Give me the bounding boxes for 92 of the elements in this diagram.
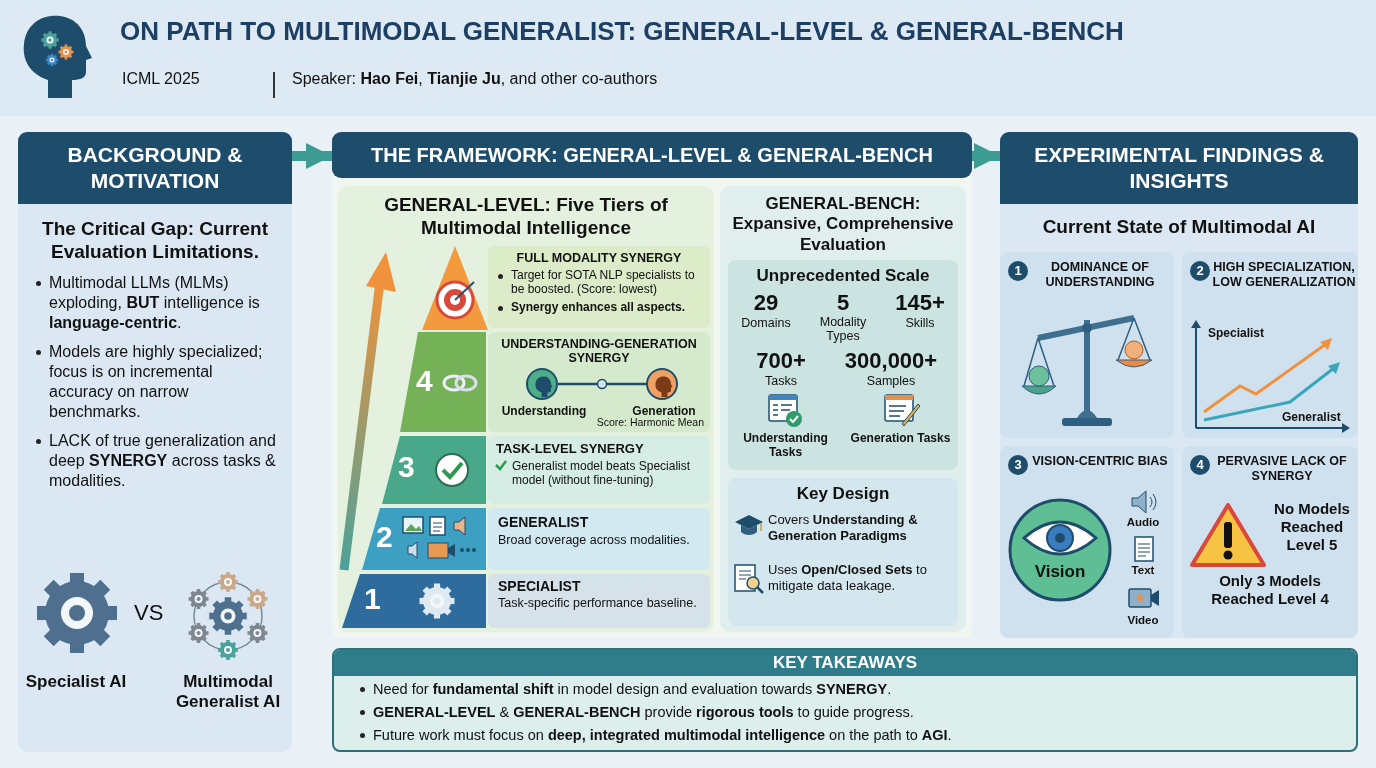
content-panel (720, 186, 966, 632)
design-panel (728, 478, 958, 626)
card-title: DOMINANCE OF UNDERSTANDING (1044, 260, 1156, 290)
stat-label: Samples (865, 374, 917, 388)
stat-value: 700+ (755, 348, 807, 374)
panel-heading: Unprecedented Scale (755, 266, 931, 286)
tier-description: Task-specific performance baseline. (498, 596, 698, 611)
tier-title: UNDERSTANDING-GENERATION SYNERGY (500, 337, 698, 366)
section-header: BACKGROUND & MOTIVATION (18, 132, 292, 204)
panel-heading: GENERAL-BENCH: Expansive, Comprehensive Evaluation (731, 193, 955, 256)
tier-title: FULL MODALITY SYNERGY (515, 251, 683, 265)
tier-number: 1 (364, 582, 381, 616)
flow-arrow (292, 143, 332, 169)
panel-heading: Current State of Multimodal AI (1041, 216, 1317, 238)
tier-description-box (488, 436, 710, 504)
modality-label: Vision (1033, 562, 1087, 582)
panel-heading: The Critical Gap: Current Evaluation Limitations. (41, 218, 269, 264)
section-header: THE FRAMEWORK: GENERAL-LEVEL & GENERAL-BENCH (332, 132, 972, 178)
stat-label: Domains (740, 316, 792, 330)
icon-caption: Video (1126, 614, 1160, 626)
stat-value: 29 (752, 290, 780, 316)
tier-title: TASK-LEVEL SYNERGY (496, 441, 645, 456)
chart-label: Generalist (1282, 410, 1341, 424)
tier-description: Broad coverage across modalities. (498, 533, 691, 548)
section-panel (1000, 132, 1358, 638)
versus-label: VS (134, 600, 164, 626)
tier-description-box (488, 332, 710, 432)
number-badge: 3 (1008, 455, 1028, 475)
connector-line (558, 382, 646, 386)
finding-card (1000, 446, 1174, 638)
section-header: EXPERIMENTAL FINDINGS & INSIGHTS (1000, 132, 1358, 204)
page-title: ON PATH TO MULTIMODAL GENERALIST: GENERAL-LEVEL & GENERAL-BENCH (120, 16, 1124, 47)
bullet-text: Models are highly specialized; focus is on incremental accuracy on narrow benchmarks. (34, 341, 278, 422)
score-note: Score: Harmonic Mean (596, 416, 704, 428)
card-title: PERVASIVE LACK OF SYNERGY (1216, 454, 1348, 484)
design-point: Uses Open/Closed Sets to mitigate data leakage. (768, 562, 928, 594)
stat-value: 145+ (894, 290, 946, 316)
pyramid-tier (362, 508, 486, 570)
speaker-line: Speaker: Hao Fei, Tianjie Ju, and other co-authors (292, 70, 658, 88)
card-title: VISION-CENTRIC BIAS (1031, 454, 1169, 469)
chart-label: Specialist (1208, 326, 1265, 340)
stat-label: Tasks (764, 374, 798, 388)
bullet-text: Need for fundamental shift in model design and evaluation towards SYNERGY. (358, 680, 1356, 699)
icon-caption: Text (1130, 564, 1156, 576)
stats-panel (728, 260, 958, 470)
icon-caption: Generation (631, 404, 697, 418)
number-badge: 1 (1008, 261, 1028, 281)
pyramid-tier (342, 574, 486, 628)
bullet-text: Future work must focus on deep, integrated multimodal intelligence on the path to AGI. (358, 725, 1356, 745)
tier-description-box (488, 246, 710, 328)
finding-note: Only 3 Models Reached Level 4 (1210, 572, 1330, 608)
icon-caption: Specialist AI (24, 672, 128, 693)
tier-number: 4 (416, 364, 433, 398)
tier-description: Generalist model beats Specialist model (without fine-tuning) (512, 459, 692, 488)
stat-value: 300,000+ (843, 348, 939, 374)
section-panel (332, 132, 972, 638)
stat-label: Modality Types (818, 316, 868, 344)
takeaways-panel (332, 648, 1358, 752)
content-panel (338, 186, 714, 632)
panel-heading: Key Design (795, 484, 891, 504)
panel-heading: GENERAL-LEVEL: Five Tiers of Multimodal Intelligence (383, 193, 669, 240)
bullet-text: LACK of true generalization and deep SYNERGY across tasks & modalities. (34, 430, 278, 491)
section-panel (18, 132, 292, 752)
stat-label: Skills (904, 316, 936, 330)
number-badge: 4 (1190, 455, 1210, 475)
design-point: Covers Understanding & Generation Paradigms (768, 512, 919, 544)
bullet-text: Synergy enhances all aspects. (496, 299, 702, 314)
conference-label: ICML 2025 (122, 70, 200, 88)
tier-number: 2 (376, 520, 393, 554)
pyramid-tier (382, 436, 486, 504)
number-badge: 2 (1190, 261, 1210, 281)
tier-number: 3 (398, 450, 415, 484)
icon-caption: Generation Tasks (849, 432, 952, 446)
bullet-text: Target for SOTA NLP specialists to be boosted. (Score: lowest) (496, 268, 702, 297)
stat-value: 5 (835, 290, 851, 316)
section-header: KEY TAKEAWAYS (334, 650, 1356, 676)
icon-caption: Multimodal Generalist AI (174, 672, 282, 713)
flow-arrow (972, 143, 1000, 169)
tier-title: SPECIALIST (498, 578, 582, 594)
finding-card (1182, 446, 1358, 638)
card-title: HIGH SPECIALIZATION, LOW GENERALIZATION (1212, 260, 1356, 290)
finding-card (1000, 252, 1174, 438)
icon-caption: Understanding Tasks (742, 432, 829, 460)
tier-description-box (488, 574, 710, 628)
finding-note: No Models Reached Level 5 (1273, 500, 1351, 554)
tier-title: GENERALIST (498, 514, 590, 530)
icon-caption: Audio (1125, 516, 1161, 528)
icon-caption: Understanding (500, 404, 588, 418)
bullet-text: GENERAL-LEVEL & GENERAL-BENCH provide rigorous tools to guide progress. (358, 702, 1356, 722)
finding-card (1182, 252, 1358, 438)
bullet-text: Multimodal LLMs (MLMs) exploding, BUT intelligence is language-centric. (34, 272, 278, 333)
pyramid-tier (400, 332, 486, 432)
